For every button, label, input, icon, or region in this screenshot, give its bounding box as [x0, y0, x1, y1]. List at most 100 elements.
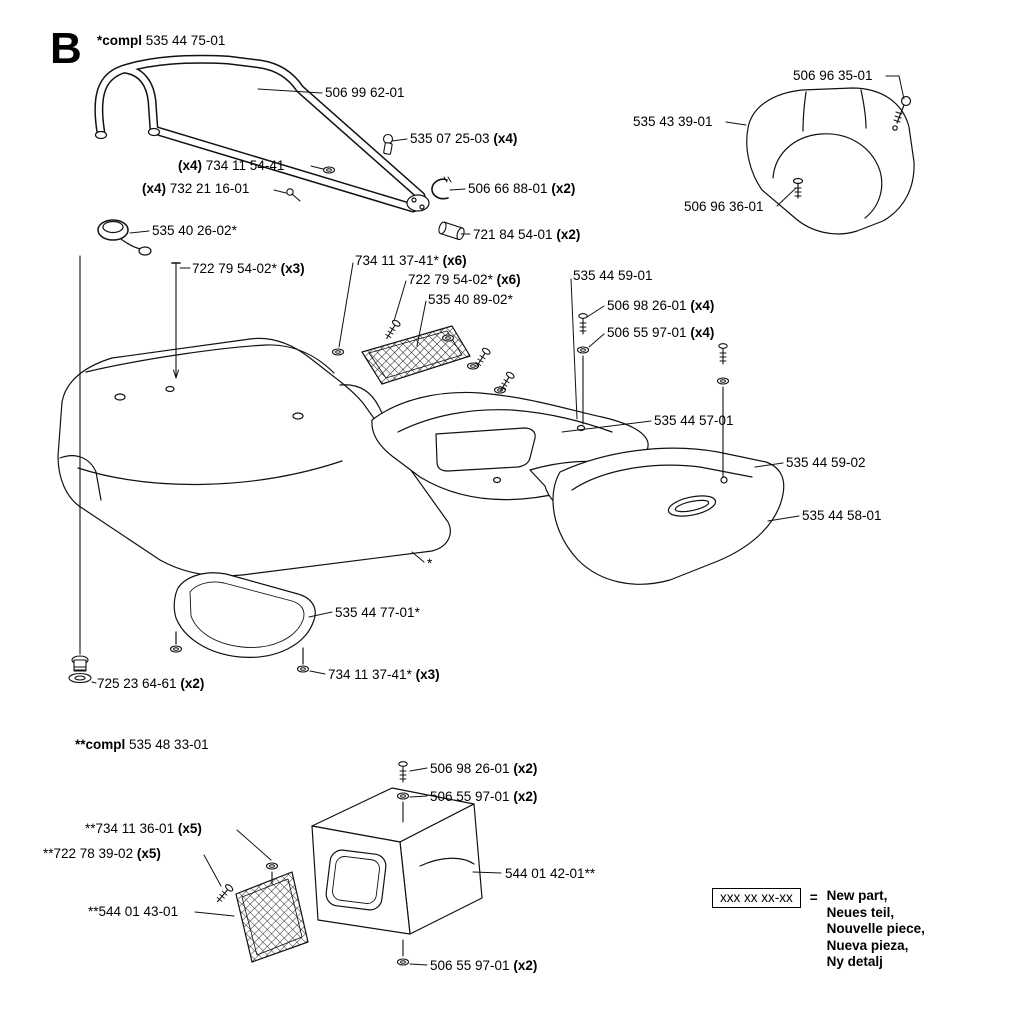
part-number: 506 55 97-01 — [430, 789, 514, 804]
screw-icon — [398, 761, 408, 783]
part-label: 506 55 97-01 (x4) — [607, 325, 714, 341]
part-label: * — [427, 556, 432, 572]
part-label: 535 44 59-01 — [573, 268, 653, 284]
part-label: 722 79 54-02* (x3) — [192, 261, 305, 277]
part-number: 734 11 37-41* — [355, 253, 443, 268]
part-number: 535 40 26-02* — [152, 223, 237, 238]
part-label: (x4) 732 21 16-01 — [142, 181, 249, 197]
legend-equals: = — [809, 890, 818, 905]
section-letter: B — [50, 24, 82, 73]
part-label: **722 78 39-02 (x5) — [43, 846, 161, 862]
washer-icon — [296, 665, 310, 673]
fuel-cap-drawing — [97, 219, 152, 256]
engine-cover-drawing — [311, 787, 483, 935]
part-number: 506 99 62-01 — [325, 85, 405, 100]
part-quantity: (x5) — [136, 846, 161, 861]
part-number: 506 66 88-01 — [468, 181, 552, 196]
bolt-washer-icon — [68, 655, 92, 684]
legend-line: Nueva pieza, — [826, 937, 909, 953]
legend: xxx xx xx-xx = New part, Neues teil, Nou… — [712, 888, 925, 971]
bumper-tray-drawing — [173, 572, 316, 665]
part-number: 506 55 97-01 — [607, 325, 691, 340]
part-number: * — [427, 556, 433, 571]
washer-icon — [576, 346, 590, 354]
part-number: 734 11 54-41 — [205, 158, 285, 173]
part-label: 721 84 54-01 (x2) — [473, 227, 580, 243]
part-quantity: (x2) — [513, 958, 538, 973]
part-number: **722 78 39-02 — [43, 846, 137, 861]
part-number: 535 44 57-01 — [654, 413, 734, 428]
part-label: 535 40 26-02* — [152, 223, 237, 239]
hood-drawing — [57, 337, 451, 577]
part-label: **544 01 43-01 — [88, 904, 178, 920]
part-label: 535 40 89-02* — [428, 292, 513, 308]
part-number: 506 96 36-01 — [684, 199, 764, 214]
shoulder-bolt-icon — [382, 133, 394, 145]
washer-icon — [265, 862, 279, 870]
legend-line: Ny detalj — [826, 954, 883, 969]
part-label: 506 66 88-01 (x2) — [468, 181, 575, 197]
washer-icon — [441, 334, 455, 342]
screw-icon — [213, 882, 235, 905]
part-number: 506 98 26-01 — [430, 761, 514, 776]
screw-icon — [578, 313, 588, 335]
part-number: 535 44 59-02 — [786, 455, 866, 470]
part-quantity: (x2) — [556, 227, 581, 242]
part-label: 544 01 42-01** — [505, 866, 595, 882]
part-quantity: (x4) — [493, 131, 518, 146]
fastener-icons — [68, 133, 730, 966]
part-label: *compl 535 44 75-01 — [97, 33, 225, 49]
part-label: 506 96 35-01 — [793, 68, 873, 84]
screw-icon — [718, 343, 728, 365]
part-quantity: (x2) — [513, 789, 538, 804]
part-label: 734 11 37-41* (x3) — [328, 667, 440, 683]
washer-icon — [322, 166, 336, 174]
part-label: 725 23 64-61 (x2) — [97, 676, 204, 692]
part-number: **544 01 43-01 — [88, 904, 179, 919]
legend-code: xxx xx xx-xx — [720, 890, 793, 905]
part-number: 535 43 39-01 — [633, 114, 713, 129]
washer-icon — [331, 348, 345, 356]
part-number: 725 23 64-61 — [97, 676, 181, 691]
washer-icon — [493, 386, 507, 394]
part-label: **compl 535 48 33-01 — [75, 737, 209, 753]
legend-code-box: xxx xx xx-xx — [712, 888, 801, 908]
spacer-icon — [438, 221, 465, 241]
bolt-icon — [900, 95, 912, 107]
part-quantity: *compl — [97, 33, 146, 48]
dash-grille-drawing — [361, 325, 471, 385]
part-quantity: (x6) — [496, 272, 521, 287]
part-number: 506 98 26-01 — [607, 298, 691, 313]
part-quantity: **compl — [75, 737, 130, 752]
part-number: 734 11 37-41* — [328, 667, 416, 682]
part-label: 535 44 59-02 — [786, 455, 866, 471]
washer-icon — [396, 958, 410, 966]
legend-lines: New part, Neues teil, Nouvelle piece, Nu… — [827, 888, 925, 971]
part-quantity: (x6) — [442, 253, 467, 268]
part-quantity: (x3) — [280, 261, 305, 276]
part-quantity: (x4) — [690, 298, 715, 313]
front-grille-drawing — [235, 871, 309, 963]
legend-line: Nouvelle piece, — [826, 921, 925, 936]
part-label: 535 07 25-03 (x4) — [410, 131, 517, 147]
part-number: 722 79 54-02* — [192, 261, 281, 276]
part-label: 506 55 97-01 (x2) — [430, 958, 537, 974]
legend-line: New part, — [826, 888, 888, 903]
part-quantity: (x4) — [690, 325, 715, 340]
part-quantity: (x4) — [142, 181, 170, 196]
part-label: 535 43 39-01 — [633, 114, 713, 130]
part-number: 535 44 59-01 — [573, 268, 653, 283]
part-number: 535 44 75-01 — [145, 33, 226, 48]
part-number: 535 48 33-01 — [129, 737, 209, 752]
screw-icon — [382, 318, 402, 342]
washer-icon — [716, 377, 730, 385]
part-number: 535 44 58-01 — [802, 508, 882, 523]
front-frame-drawing — [94, 54, 430, 213]
part-label: **734 11 36-01 (x5) — [85, 821, 202, 837]
part-number: 535 44 77-01* — [335, 605, 420, 620]
part-label: 506 96 36-01 — [684, 199, 764, 215]
washer-icon — [169, 645, 183, 653]
part-label: 506 98 26-01 (x4) — [607, 298, 714, 314]
